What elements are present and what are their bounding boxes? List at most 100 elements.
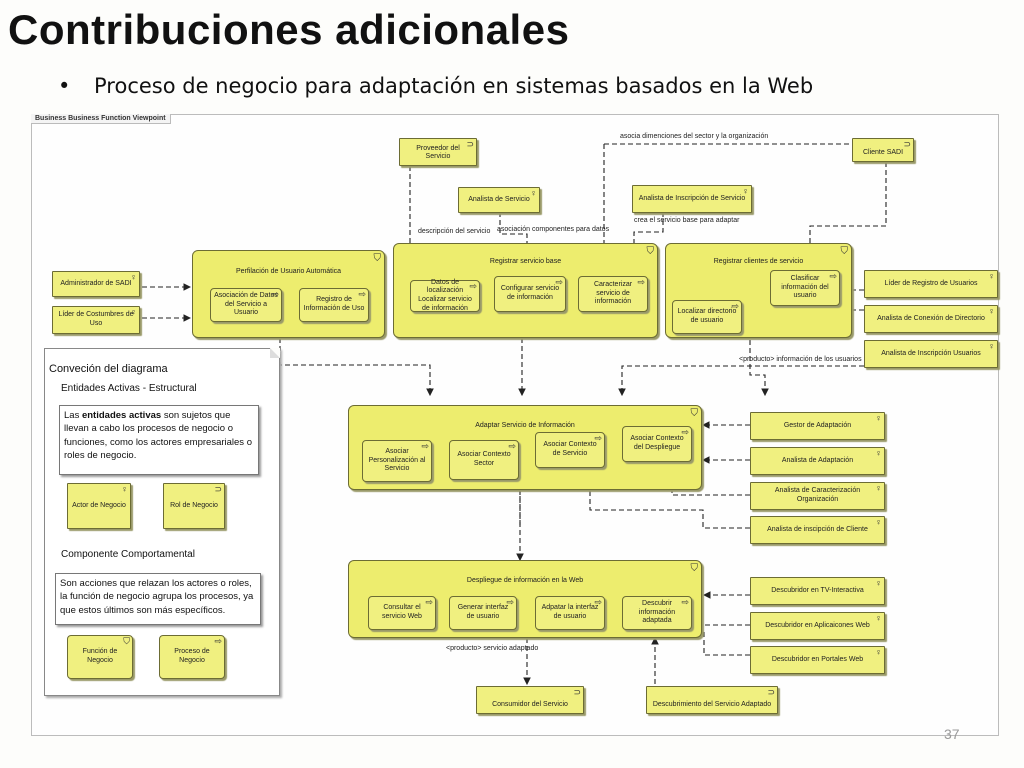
page-number: 37: [944, 726, 960, 742]
descubridor-tv-actor[interactable]: ♀Descubridor en TV-Interactiva: [750, 577, 885, 605]
note-asociacion-componentes: asociación componentes para datos: [497, 226, 610, 233]
gestor-adaptacion-actor[interactable]: ♀Gestor de Adaptación: [750, 412, 885, 440]
conn-clientes-adaptar: [749, 340, 769, 397]
legend-actor-box: ♀Actor de Negocio: [67, 483, 131, 529]
consultar-servicio-process[interactable]: ⇨Consultar el servicio Web: [368, 596, 436, 630]
process-icon: ⇨: [637, 277, 645, 287]
process-icon: ⇨: [681, 597, 689, 607]
actor-icon: ♀: [530, 188, 537, 198]
function-icon: ⛉: [690, 563, 699, 574]
analista-inscripcion-servicio-actor[interactable]: ♀Analista de Inscripción de Servicio: [632, 185, 752, 213]
asociar-contexto-servicio-process[interactable]: ⇨Asociar Contexto de Servicio: [535, 432, 605, 468]
descubrir-informacion-process[interactable]: ⇨Descubrir información adaptada: [622, 596, 692, 630]
role-icon: ⊃: [573, 687, 581, 697]
process-icon: ⇨: [469, 281, 477, 291]
generar-interfaz-process[interactable]: ⇨Generar interfaz de usuario: [449, 596, 517, 630]
analista-caracterizacion-actor[interactable]: ♀Analista de Caracterización Organizació…: [750, 482, 885, 510]
asociacion-datos-process[interactable]: ⇨Asociación de Datos del Servicio a Usua…: [210, 288, 282, 322]
cliente-sadi-role[interactable]: ⊃Cliente SADI: [852, 138, 914, 162]
legend-role-box: ⊃Rol de Negocio: [163, 483, 225, 529]
caracterizar-servicio-process[interactable]: ⇨Caracterizar servicio de información: [578, 276, 648, 312]
note-crea-servicio: crea el servicio base para adaptar: [634, 217, 740, 224]
function-icon: ⛉: [840, 246, 849, 257]
process-icon: ⇨: [681, 427, 689, 437]
process-icon: ⇨: [829, 271, 837, 281]
descubridor-portales-actor[interactable]: ♀Descubridor en Portales Web: [750, 646, 885, 674]
lider-registro-usuarios-actor[interactable]: ♀Líder de Registro de Usuarios: [864, 270, 998, 298]
function-icon: ⛉: [123, 636, 130, 646]
actor-icon: ♀: [875, 413, 882, 423]
actor-icon: ♀: [875, 517, 882, 527]
note-producto-usuarios: <producto> información de los usuarios: [739, 356, 862, 363]
note-producto-adaptado: <producto> servicio adaptado: [446, 645, 539, 652]
bullet-marker: •: [58, 74, 71, 98]
analista-inscripcion-cliente-actor[interactable]: ♀Analista de inscipción de Cliente: [750, 516, 885, 544]
actor-icon: ♀: [875, 483, 882, 493]
legend-fold-corner: [270, 348, 280, 358]
slide-title: Contribuciones adicionales: [8, 6, 570, 53]
lider-costumbres-actor[interactable]: ♀Líder de Costumbres de Uso: [52, 306, 140, 334]
analista-servicio-actor[interactable]: ♀Analista de Servicio: [458, 187, 540, 213]
conn-cliente-caracterizar: [604, 143, 863, 276]
process-icon: ⇨: [508, 441, 516, 451]
localizar-directorio-process[interactable]: ⇨Localizar directorio de usuario: [672, 300, 742, 334]
process-icon: ⇨: [555, 277, 563, 287]
configurar-servicio-process[interactable]: ⇨Configurar servicio de información: [494, 276, 566, 312]
actor-icon: ♀: [875, 578, 882, 588]
role-icon: ⊃: [214, 484, 222, 494]
note-descripcion-servicio: descripción del servicio: [418, 228, 491, 235]
actor-icon: ♀: [875, 647, 882, 657]
note-asocia-dimensiones: asocia dimenciones del sector y la organ…: [620, 133, 769, 140]
legend-behavior-heading: Componente Comportamental: [61, 549, 195, 560]
process-icon: ⇨: [271, 289, 279, 299]
analista-adaptacion-actor[interactable]: ♀Analista de Adaptación: [750, 447, 885, 475]
actor-icon: ♀: [875, 448, 882, 458]
conn-perfilacion-adaptar: [279, 338, 434, 397]
administrador-sadi-actor[interactable]: ♀Administrador de SADI: [52, 271, 140, 297]
actor-icon: ♀: [130, 307, 137, 317]
legend-behavior-text: Son acciones que relazan los actores o r…: [55, 573, 261, 625]
clasificar-informacion-process[interactable]: ⇨Clasificar información del usuario: [770, 270, 840, 306]
actor-icon: ♀: [988, 271, 995, 281]
analista-conexion-directorio-actor[interactable]: ♀Analista de Conexión de Directorio: [864, 305, 998, 333]
actor-icon: ♀: [121, 484, 128, 494]
process-icon: ⇨: [421, 441, 429, 451]
actor-icon: ♀: [988, 306, 995, 316]
analista-inscripcion-usuarios-actor[interactable]: ♀Analista de Inscripción Usuarios: [864, 340, 998, 368]
process-icon: ⇨: [214, 636, 222, 646]
asociar-contexto-sector-process[interactable]: ⇨Asociar Contexto Sector: [449, 440, 519, 480]
conn-caracterizacion-contexto: [668, 468, 750, 496]
role-icon: ⊃: [466, 139, 474, 149]
actor-icon: ♀: [130, 272, 137, 282]
conn-analista-configurar: [499, 212, 531, 278]
descubridor-apps-actor[interactable]: ♀Descubridor en Aplicaicones Web: [750, 612, 885, 640]
process-icon: ⇨: [358, 289, 366, 299]
actor-icon: ♀: [742, 186, 749, 196]
adaptar-interfaz-process[interactable]: ⇨Adpatar la interfaz de usuario: [535, 596, 605, 630]
asociar-personalizacion-process[interactable]: ⇨Asociar Personalización al Servicio: [362, 440, 432, 482]
asociar-contexto-despliegue-process[interactable]: ⇨Asociar Contexto del Despliegue: [622, 426, 692, 462]
role-icon: ⊃: [903, 139, 911, 149]
process-icon: ⇨: [594, 433, 602, 443]
datos-localizacion-process[interactable]: ⇨Datos de localización Localizar servici…: [410, 279, 480, 312]
diagram-frame-label: Business Business Function Viewpoint: [31, 114, 171, 124]
function-icon: ⛉: [646, 246, 655, 257]
role-icon: ⊃: [767, 687, 775, 697]
actor-icon: ♀: [988, 341, 995, 351]
descubrimiento-servicio-role[interactable]: ⊃Descubrimiento del Servicio Adaptado: [646, 686, 778, 714]
process-icon: ⇨: [594, 597, 602, 607]
conn-portales-descubrir: [688, 626, 750, 656]
conn-inscripcion-caracterizar: [630, 212, 664, 278]
legend-active-text: Las entidades activas son sujetos que ll…: [59, 405, 259, 475]
actor-icon: ♀: [875, 613, 882, 623]
process-icon: ⇨: [425, 597, 433, 607]
process-icon: ⇨: [506, 597, 514, 607]
diagram-legend: Conveción del diagrama Entidades Activas…: [44, 348, 280, 696]
slide-bullet: •Proceso de negocio para adaptación en s…: [58, 74, 813, 98]
registro-info-uso-process[interactable]: ⇨Registro de Información de Uso: [299, 288, 369, 322]
consumidor-servicio-role[interactable]: ⊃Consumidor del Servicio: [476, 686, 584, 714]
process-icon: ⇨: [731, 301, 739, 311]
proveedor-servicio-role[interactable]: ⊃Proveedor del Servicio: [399, 138, 477, 166]
function-icon: ⛉: [690, 408, 699, 419]
